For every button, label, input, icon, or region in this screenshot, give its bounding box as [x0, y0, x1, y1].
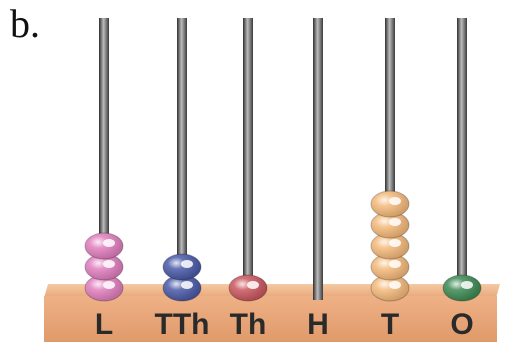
- place-label-h: H: [307, 308, 329, 341]
- bead: [443, 275, 481, 301]
- place-label-tth: TTh: [155, 308, 210, 341]
- rod-t: [371, 18, 409, 301]
- rod-o: [443, 18, 481, 301]
- bead: [229, 275, 267, 301]
- rod-th: [229, 18, 267, 301]
- place-label-t: T: [381, 308, 399, 341]
- place-label-l: L: [95, 308, 113, 341]
- bead: [85, 233, 123, 259]
- rod-h: [313, 18, 323, 300]
- rod-bar: [243, 18, 253, 300]
- rod-l: [85, 18, 123, 301]
- rod-bar: [313, 18, 323, 300]
- rod-bar: [457, 18, 467, 300]
- place-label-o: O: [450, 308, 473, 341]
- place-label-th: Th: [230, 308, 267, 341]
- bead: [163, 254, 201, 280]
- bead: [371, 191, 409, 217]
- rod-tth: [163, 18, 201, 301]
